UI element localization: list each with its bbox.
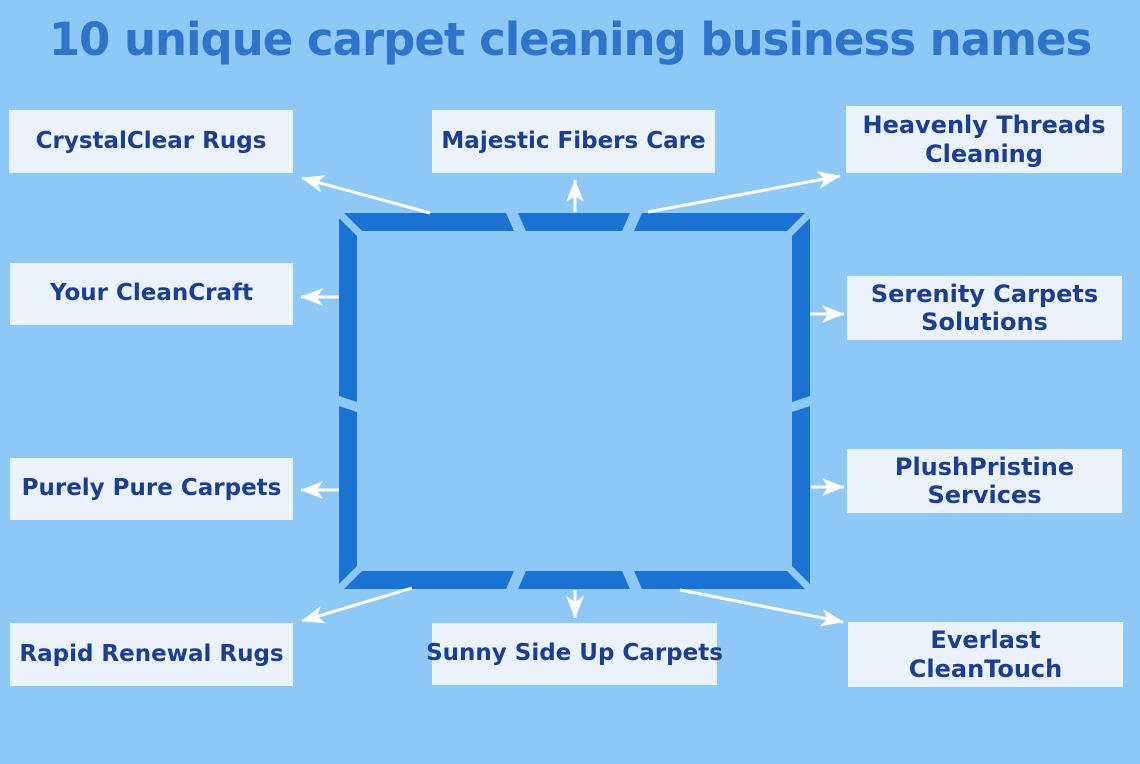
node-label: Purely Pure Carpets: [21, 475, 282, 502]
node-heavenly-threads-cleaning: Heavenly Threads Cleaning: [846, 106, 1122, 173]
node-your-cleancraft: Your CleanCraft: [10, 263, 293, 325]
node-purely-pure-carpets: Purely Pure Carpets: [10, 458, 293, 520]
frame-segment-right-bottom: [792, 406, 810, 584]
node-label: PlushPristine Services: [894, 452, 1075, 509]
frame-segment-left-top: [339, 218, 357, 402]
frame-segment-bottom-left: [344, 571, 514, 589]
page-title: 10 unique carpet cleaning business names: [48, 13, 1093, 66]
node-label: Serenity Carpets Solutions: [870, 279, 1099, 336]
node-label: CrystalClear Rugs: [35, 127, 267, 154]
node-label: Everlast CleanTouch: [908, 626, 1063, 683]
node-label: Heavenly Threads Cleaning: [862, 111, 1106, 168]
node-rapid-renewal-rugs: Rapid Renewal Rugs: [10, 623, 293, 686]
frame-segment-top-right: [634, 213, 805, 231]
arrow-to-heavenly-threads-cleaning: [647, 171, 841, 214]
arrow-to-everlast-cleantouch: [679, 588, 844, 627]
node-label: Majestic Fibers Care: [441, 127, 706, 154]
frame-segment-bottom-right: [634, 571, 805, 589]
center-square-frame: [339, 213, 810, 589]
node-serenity-carpets-solutions: Serenity Carpets Solutions: [847, 276, 1122, 340]
node-crystalclear-rugs: CrystalClear Rugs: [9, 110, 293, 173]
connector-arrows: [300, 171, 845, 627]
node-label: Rapid Renewal Rugs: [19, 640, 284, 667]
node-label: Sunny Side Up Carpets: [426, 640, 723, 667]
node-majestic-fibers-care: Majestic Fibers Care: [432, 110, 715, 173]
node-everlast-cleantouch: Everlast CleanTouch: [848, 622, 1123, 687]
frame-segment-top-middle: [518, 213, 630, 231]
frame-segment-bottom-middle: [518, 571, 630, 589]
node-label: Your CleanCraft: [49, 280, 254, 307]
node-plushpristine-services: PlushPristine Services: [847, 449, 1122, 513]
node-sunny-side-up-carpets: Sunny Side Up Carpets: [426, 623, 723, 685]
arrow-to-rapid-renewal-rugs: [301, 586, 413, 624]
frame-segment-left-bottom: [339, 406, 357, 584]
arrow-to-crystalclear-rugs: [301, 175, 431, 215]
frame-segment-top-left: [344, 213, 514, 231]
frame-segment-right-top: [792, 218, 810, 402]
